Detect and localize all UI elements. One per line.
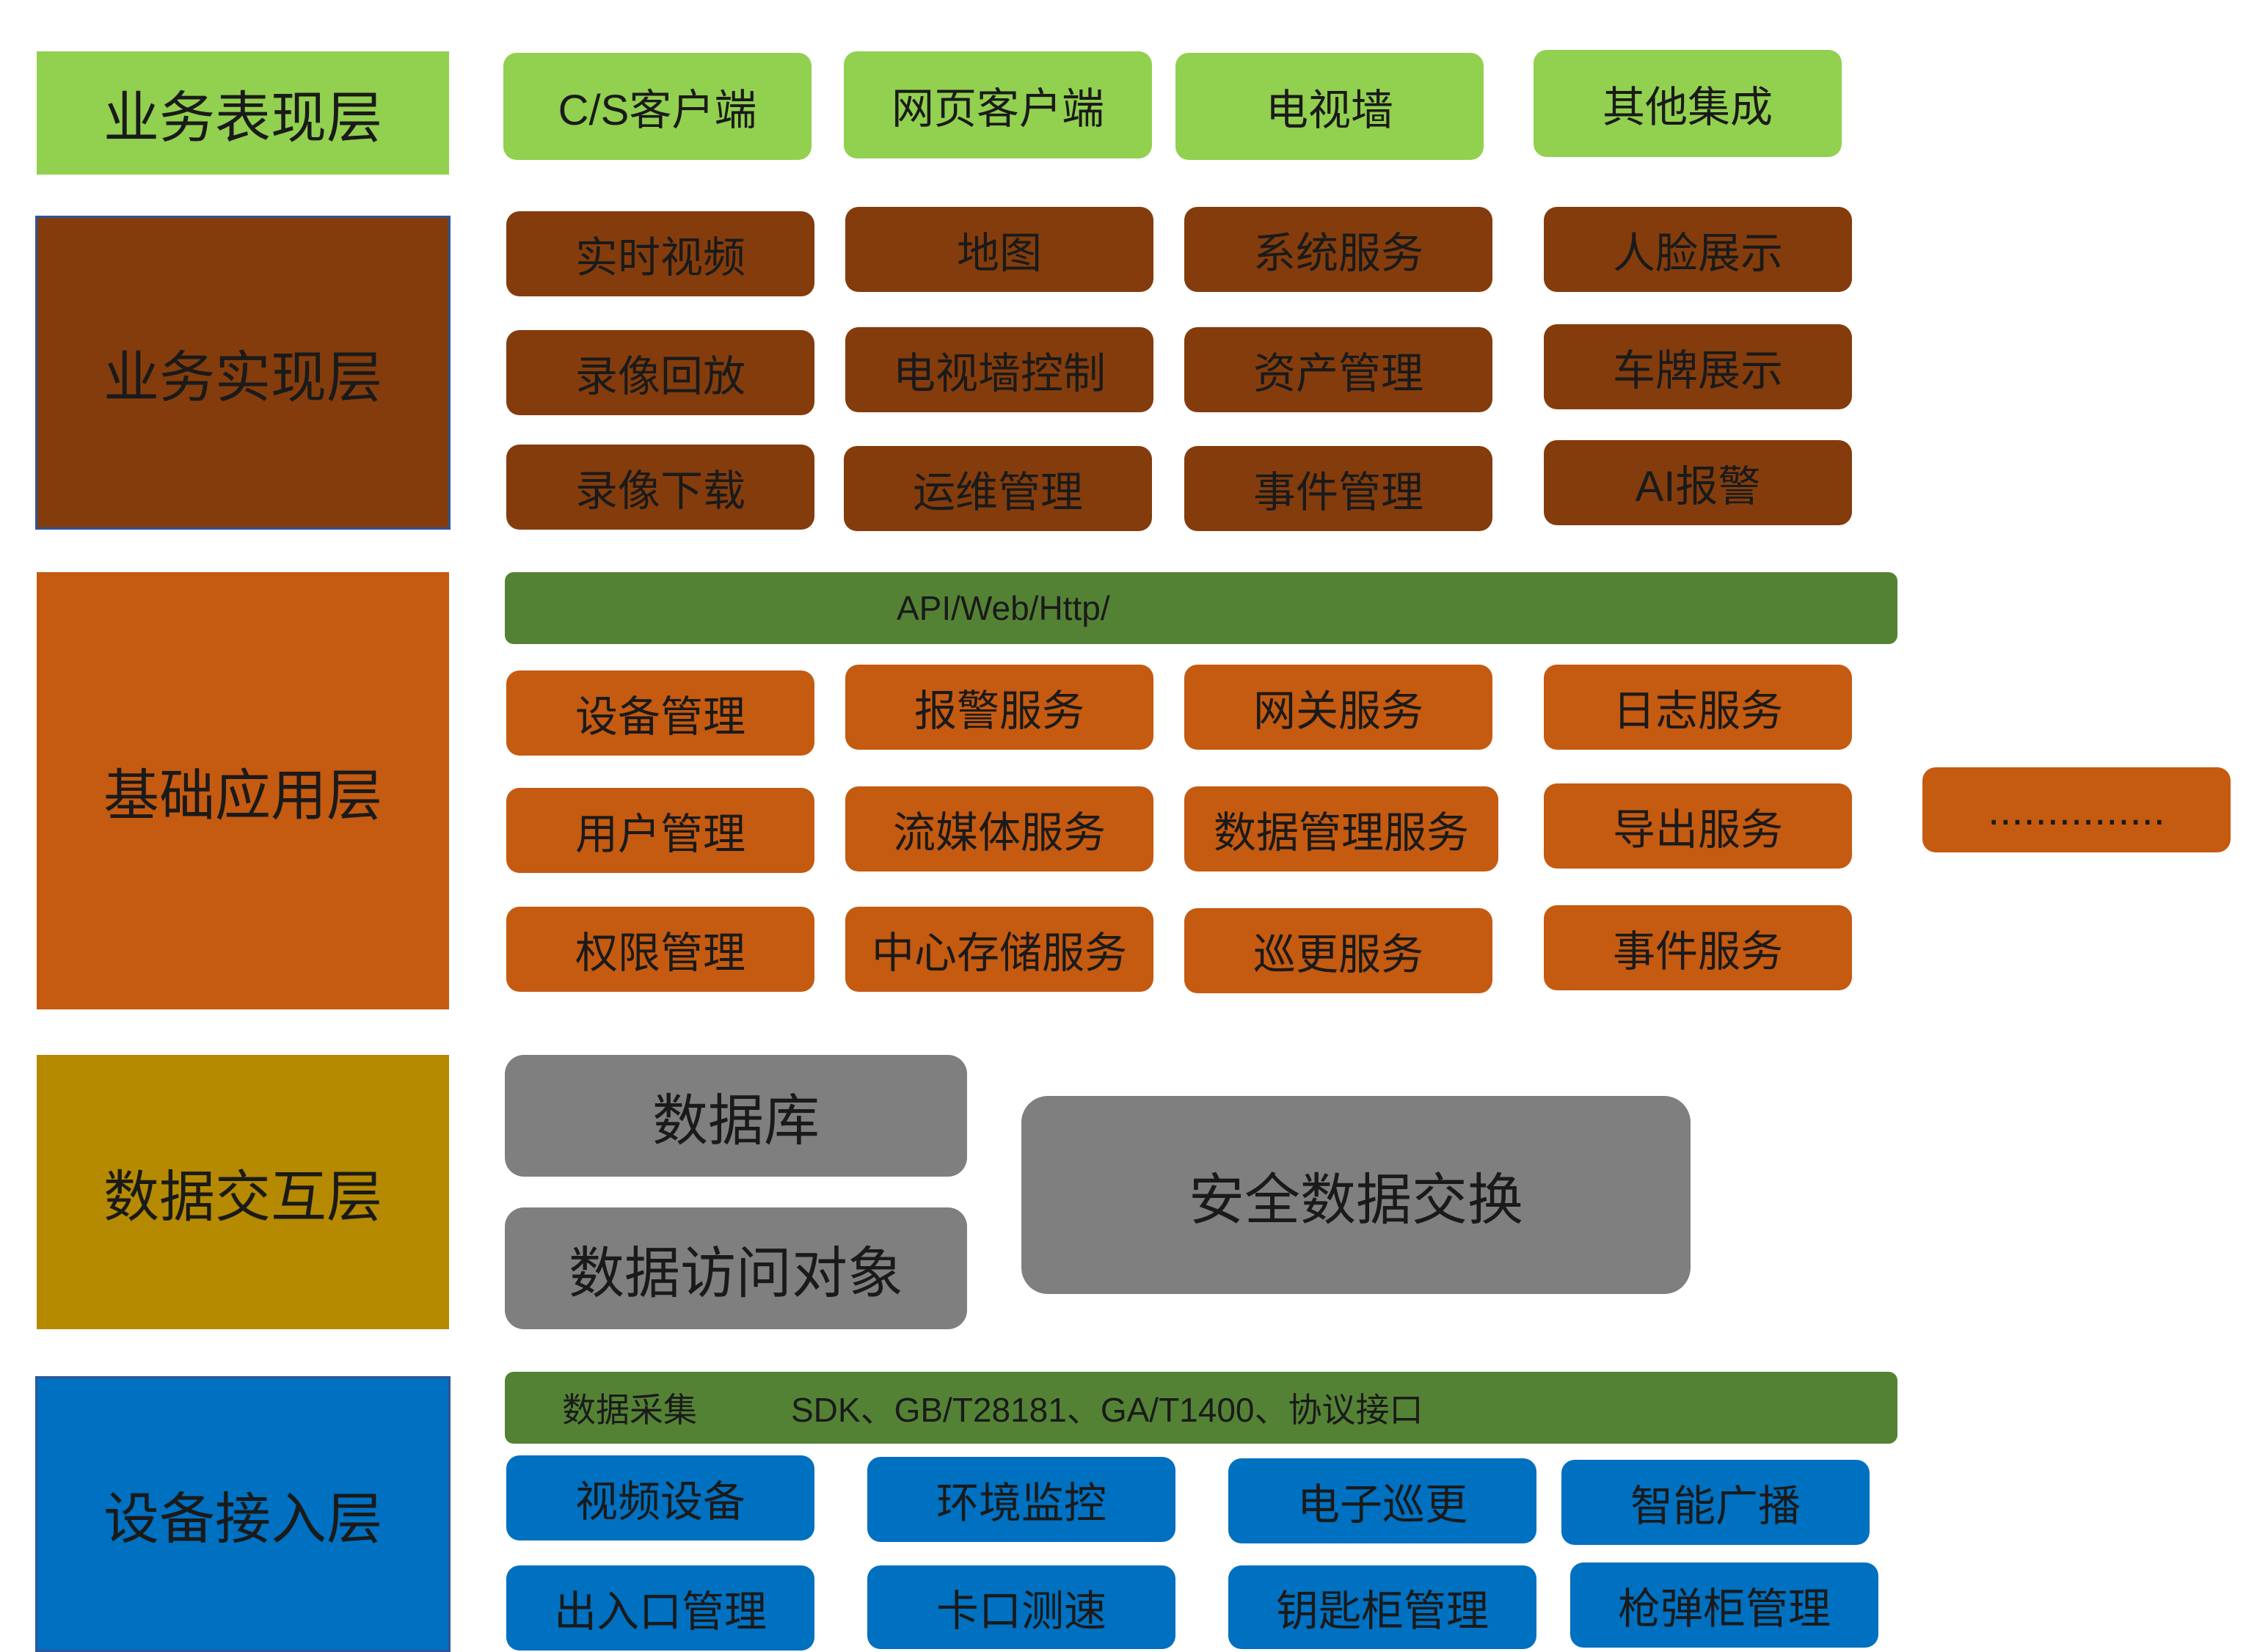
implementation-item: 实时视频 [506, 211, 814, 296]
device-item: 卡口测速 [867, 1565, 1175, 1649]
basic-item: 用户管理 [506, 788, 814, 873]
basic-item: 网关服务 [1184, 665, 1492, 750]
device-item: 电子巡更 [1228, 1458, 1536, 1543]
implementation-item: 系统服务 [1184, 207, 1492, 292]
implementation-item: 人脸展示 [1544, 207, 1852, 292]
api-bar: API/Web/Http/ [505, 572, 1897, 644]
device-item: 钥匙柜管理 [1228, 1565, 1536, 1649]
basic-item: 流媒体服务 [845, 786, 1153, 871]
database-box: 数据库 [505, 1055, 967, 1177]
data-collection-bar: 数据采集 SDK、GB/T28181、GA/T1400、协议接口 [505, 1372, 1897, 1444]
implementation-item: 事件管理 [1184, 446, 1492, 531]
presentation-item: C/S客户端 [503, 53, 812, 160]
basic-item: 数据管理服务 [1184, 786, 1498, 871]
data-collection-label: 数据采集 [562, 1391, 697, 1429]
device-item: 智能广播 [1561, 1460, 1870, 1545]
presentation-item: 网页客户端 [844, 51, 1152, 158]
basic-item: 导出服务 [1544, 783, 1852, 869]
implementation-item: 录像回放 [506, 330, 814, 415]
implementation-item: 地图 [845, 207, 1153, 292]
device-item: 环境监控 [867, 1457, 1175, 1542]
presentation-item: 电视墙 [1175, 53, 1484, 160]
layer-presentation: 业务表现层 [37, 51, 449, 175]
presentation-item: 其他集成 [1534, 50, 1842, 157]
layer-implementation: 业务实现层 [35, 216, 451, 530]
data-access-object-box: 数据访问对象 [505, 1207, 967, 1329]
implementation-item: 电视墙控制 [845, 327, 1153, 412]
device-item: 出入口管理 [506, 1565, 814, 1651]
implementation-item: 录像下载 [506, 445, 814, 530]
basic-item: 中心存储服务 [845, 907, 1153, 992]
basic-item: 报警服务 [845, 665, 1153, 750]
device-item: 枪弹柜管理 [1570, 1563, 1878, 1648]
basic-item: 设备管理 [506, 670, 814, 756]
implementation-item: 资产管理 [1184, 327, 1492, 412]
layer-basic-application: 基础应用层 [37, 572, 449, 1009]
implementation-item: 运维管理 [844, 446, 1152, 531]
device-item: 视频设备 [506, 1455, 814, 1540]
basic-item: 日志服务 [1544, 665, 1852, 750]
secure-data-exchange-box: 安全数据交换 [1021, 1096, 1691, 1294]
layer-device-access: 设备接入层 [35, 1376, 451, 1652]
data-collection-protocols: SDK、GB/T28181、GA/T1400、协议接口 [791, 1391, 1423, 1429]
implementation-item: 车牌展示 [1544, 324, 1852, 409]
layer-data-interaction: 数据交互层 [37, 1055, 449, 1329]
basic-item: 事件服务 [1544, 905, 1852, 990]
basic-more-item: ............... [1922, 767, 2231, 852]
basic-item: 巡更服务 [1184, 908, 1492, 993]
basic-item: 权限管理 [506, 907, 814, 992]
implementation-item: AI报警 [1544, 440, 1852, 525]
